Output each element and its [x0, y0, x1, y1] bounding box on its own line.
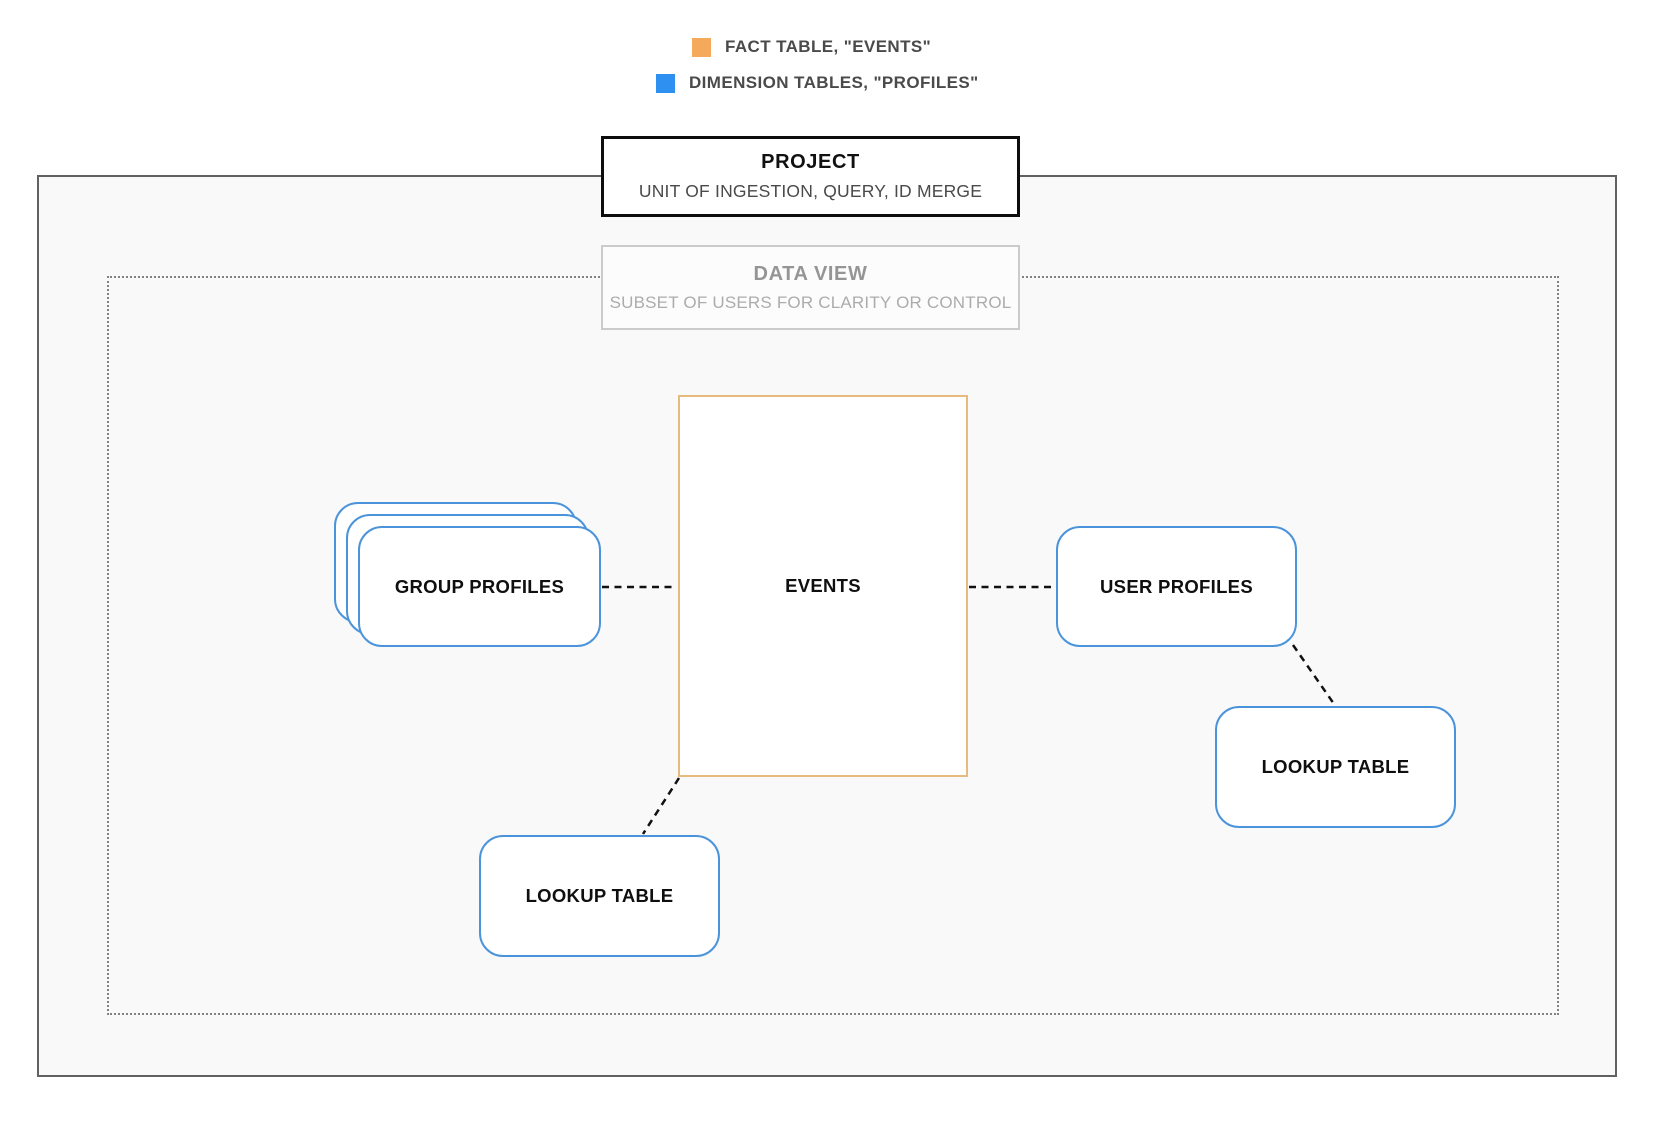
node-lookup-table-right-label: LOOKUP TABLE — [1261, 756, 1410, 777]
node-lookup-table-right: LOOKUP TABLE — [1215, 706, 1456, 828]
data-view-title: DATA VIEW — [753, 262, 868, 285]
legend-label: FACT TABLE, "EVENTS" — [725, 37, 932, 56]
dimension-tables-swatch-icon — [656, 73, 675, 93]
node-group-profiles: GROUP PROFILES — [358, 526, 601, 647]
data-view-header-box: DATA VIEW SUBSET OF USERS FOR CLARITY OR… — [601, 245, 1020, 330]
data-view-subtitle: SUBSET OF USERS FOR CLARITY OR CONTROL — [609, 292, 1012, 312]
node-events-label: EVENTS — [785, 575, 861, 596]
legend-item-fact-table: FACT TABLE, "EVENTS" — [692, 37, 931, 57]
node-lookup-table-bottom: LOOKUP TABLE — [479, 835, 720, 957]
fact-table-swatch-icon — [692, 37, 711, 57]
node-user-profiles-label: USER PROFILES — [1100, 575, 1253, 597]
legend-item-dimension-tables: DIMENSION TABLES, "PROFILES" — [656, 73, 979, 93]
node-events: EVENTS — [678, 395, 968, 777]
legend-label: DIMENSION TABLES, "PROFILES" — [689, 73, 979, 92]
node-lookup-table-bottom-label: LOOKUP TABLE — [525, 885, 674, 906]
node-group-profiles-label: GROUP PROFILES — [394, 575, 565, 597]
project-title: PROJECT — [761, 151, 860, 173]
project-subtitle: UNIT OF INGESTION, QUERY, ID MERGE — [638, 181, 983, 201]
project-header-box: PROJECT UNIT OF INGESTION, QUERY, ID MER… — [601, 136, 1020, 217]
node-user-profiles: USER PROFILES — [1056, 526, 1297, 647]
